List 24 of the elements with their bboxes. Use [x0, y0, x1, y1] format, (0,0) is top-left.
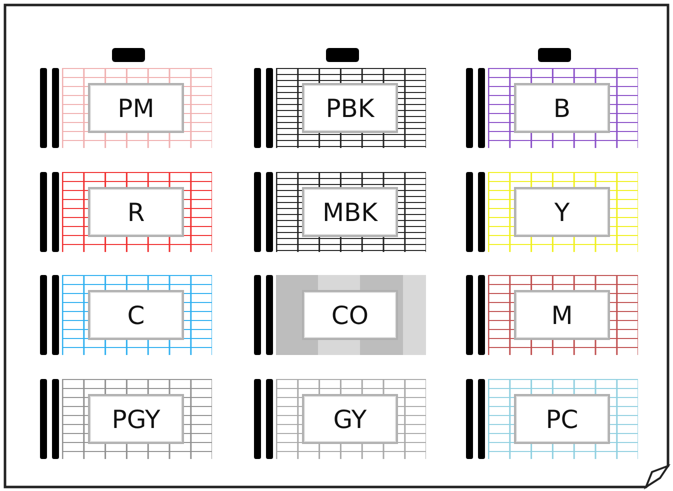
nozzle-check-pattern — [488, 172, 638, 252]
color-label: M — [514, 290, 610, 340]
color-label: Y — [514, 187, 610, 237]
nozzle-check-pattern — [488, 379, 638, 459]
nozzle-check-pattern — [488, 275, 638, 355]
color-label: PGY — [88, 394, 184, 444]
nozzle-check-pattern — [62, 275, 212, 355]
nozzle-check-pattern — [62, 172, 212, 252]
color-label: CO — [302, 290, 398, 340]
color-label: PBK — [302, 83, 398, 133]
nozzle-check-pattern — [62, 379, 212, 459]
color-label: C — [88, 290, 184, 340]
color-label: B — [514, 83, 610, 133]
color-label: PM — [88, 83, 184, 133]
nozzle-check-pattern — [276, 172, 426, 252]
nozzle-check-pattern — [276, 379, 426, 459]
nozzle-check-pattern — [488, 68, 638, 148]
color-label: GY — [302, 394, 398, 444]
nozzle-check-pattern — [276, 275, 426, 355]
nozzle-check-pattern — [276, 68, 426, 148]
nozzle-check-pattern — [62, 68, 212, 148]
color-label: PC — [514, 394, 610, 444]
color-label: MBK — [302, 187, 398, 237]
color-label: R — [88, 187, 184, 237]
